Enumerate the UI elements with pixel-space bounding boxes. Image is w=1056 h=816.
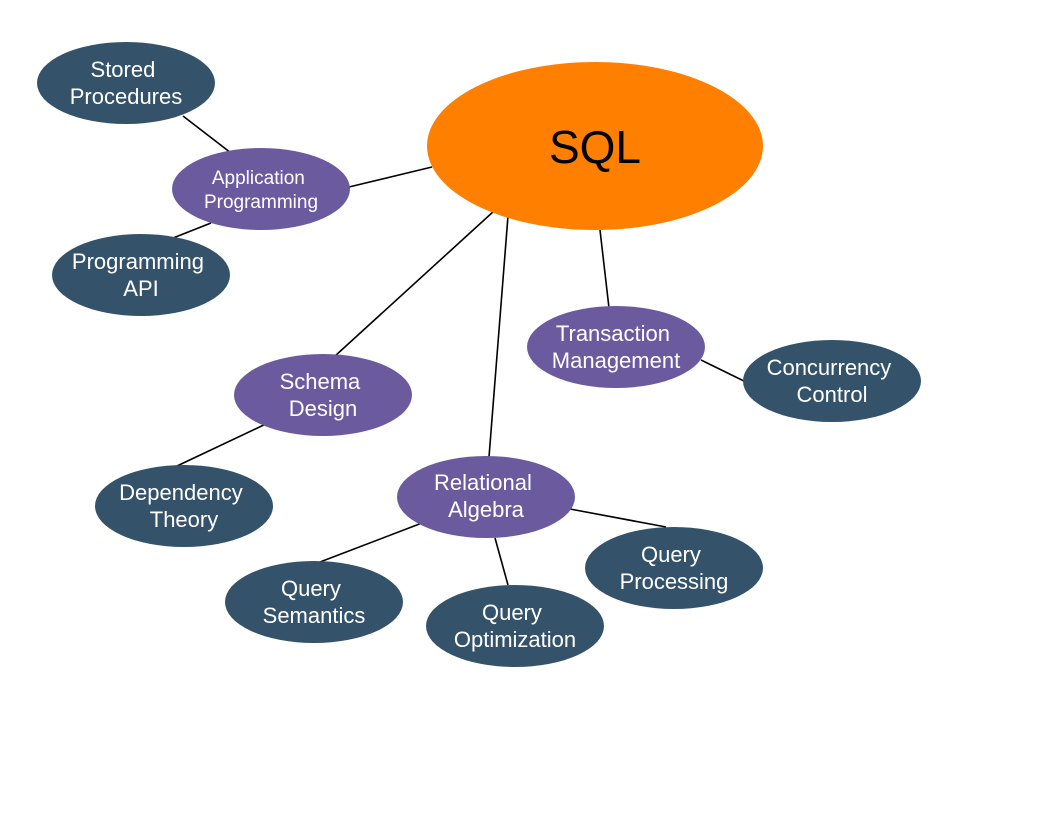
edge-sql-schema-design xyxy=(334,210,495,357)
edge-sql-transaction-management xyxy=(599,229,610,309)
subtopic-label-line-1: Query xyxy=(641,542,701,567)
subtopic-label-line-2: Procedures xyxy=(70,84,183,109)
edge-schema-design-dependency-theory xyxy=(176,422,269,467)
subtopic-node-label: Concurrency Control xyxy=(767,355,898,407)
subtopic-node-shape xyxy=(426,585,604,667)
topic-label-line-1: Transaction xyxy=(556,321,670,346)
subtopic-node-shape xyxy=(585,527,763,609)
edges xyxy=(167,115,749,586)
subtopic-node-query-semantics: Query Semantics xyxy=(225,561,403,643)
edge-sql-application-programming xyxy=(348,166,433,188)
subtopic-label-line-2: Semantics xyxy=(263,603,366,628)
subtopic-node-shape xyxy=(225,561,403,643)
subtopic-node-shape xyxy=(743,340,921,422)
root-node-shape xyxy=(427,62,763,230)
subtopic-node-stored-procedures: Stored Procedures xyxy=(37,42,215,124)
root-node-sql: SQL xyxy=(427,62,763,230)
subtopic-node-shape xyxy=(37,42,215,124)
topic-label-line-1: Application xyxy=(212,168,305,189)
root-node-label: SQL xyxy=(549,121,641,173)
subtopic-label-line-1: Dependency xyxy=(119,480,243,505)
topic-label-line-1: Relational xyxy=(434,470,532,495)
subtopic-label-line-1: Programming xyxy=(72,249,204,274)
subtopic-node-query-processing: Query Processing xyxy=(585,527,763,609)
subtopic-node-programming-api: Programming API xyxy=(52,234,230,316)
subtopic-label-line-1: Stored xyxy=(91,57,156,82)
subtopic-label-line-2: API xyxy=(123,276,158,301)
topic-label-line-2: Algebra xyxy=(448,497,525,522)
subtopic-node-label: Dependency Theory xyxy=(119,480,249,532)
topic-node-shape xyxy=(397,456,575,538)
subtopic-node-concurrency-control: Concurrency Control xyxy=(743,340,921,422)
subtopic-node-label: Query Semantics xyxy=(263,576,366,628)
subtopic-node-dependency-theory: Dependency Theory xyxy=(95,465,273,547)
edge-relational-algebra-query-optimization xyxy=(494,537,509,586)
subtopic-node-shape xyxy=(52,234,230,316)
topic-label-line-2: Management xyxy=(552,348,680,373)
topic-node-transaction-management: Transaction Management xyxy=(527,306,705,388)
topic-node-shape xyxy=(172,148,350,230)
topic-label-line-2: Programming xyxy=(204,192,318,213)
subtopic-node-label: Query Optimization xyxy=(454,600,576,652)
topic-node-shape xyxy=(527,306,705,388)
subtopic-label-line-2: Control xyxy=(797,382,868,407)
subtopic-node-label: Query Processing xyxy=(620,542,729,594)
topic-label-line-1: Schema xyxy=(280,369,361,394)
edge-application-programming-stored-procedures xyxy=(182,115,232,154)
edge-sql-relational-algebra xyxy=(488,215,509,458)
topic-node-label: Application Programming xyxy=(204,168,318,213)
topic-node-application-programming: Application Programming xyxy=(172,148,350,230)
subtopic-label-line-1: Query xyxy=(281,576,341,601)
topic-node-relational-algebra: Relational Algebra xyxy=(397,456,575,538)
topic-node-label: Transaction Management xyxy=(552,321,680,373)
topic-node-shape xyxy=(234,354,412,436)
topic-node-schema-design: Schema Design xyxy=(234,354,412,436)
subtopic-label-line-1: Query xyxy=(482,600,542,625)
topic-node-label: Relational Algebra xyxy=(434,470,538,522)
subtopic-label-line-2: Optimization xyxy=(454,627,576,652)
subtopic-node-label: Programming API xyxy=(72,249,210,301)
subtopic-label-line-2: Theory xyxy=(150,507,218,532)
subtopic-label-line-1: Concurrency xyxy=(767,355,892,380)
edge-relational-algebra-query-semantics xyxy=(319,522,423,563)
topic-node-label: Schema Design xyxy=(280,369,367,421)
edge-transaction-management-concurrency-control xyxy=(700,359,749,384)
subtopic-node-label: Stored Procedures xyxy=(70,57,183,109)
subtopic-node-shape xyxy=(95,465,273,547)
edge-relational-algebra-query-processing xyxy=(569,508,667,528)
subtopic-label-line-2: Processing xyxy=(620,569,729,594)
subtopic-node-query-optimization: Query Optimization xyxy=(426,585,604,667)
topic-label-line-2: Design xyxy=(289,396,357,421)
